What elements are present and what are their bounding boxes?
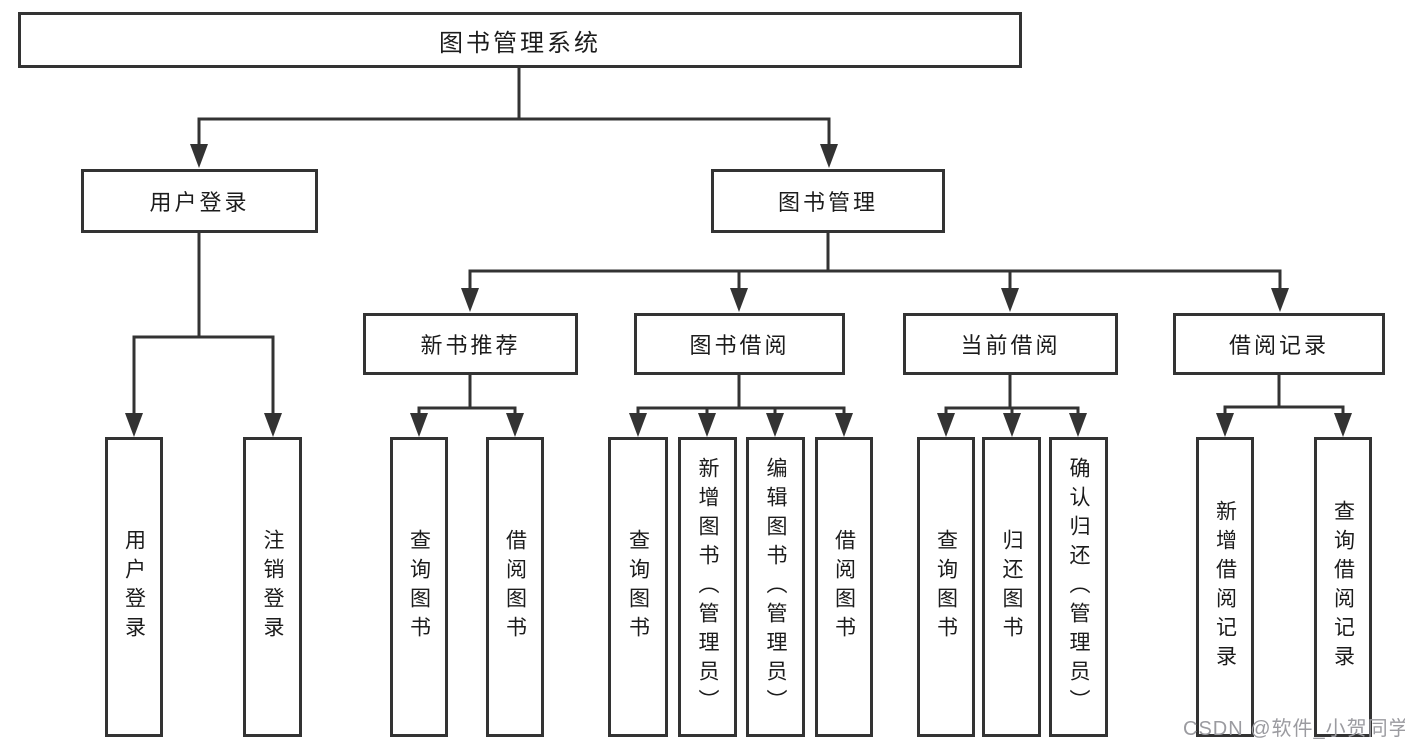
leaf-bb-borrow-books: 借阅图书 (815, 437, 873, 737)
arrowhead-icon (1003, 413, 1021, 437)
node-root: 图书管理系统 (18, 12, 1022, 68)
leaf-cb-confirm-return-admin: 确认归还（管理员） (1049, 437, 1108, 737)
leaf-br-query-record: 查询借阅记录 (1314, 437, 1372, 737)
node-book-borrow: 图书借阅 (634, 313, 845, 375)
arrowhead-icon (1001, 288, 1019, 312)
node-borrow-record: 借阅记录 (1173, 313, 1385, 375)
arrowhead-icon (1334, 413, 1352, 437)
leaf-bb-query-books: 查询图书 (608, 437, 668, 737)
connector-root-to-level1 (190, 66, 838, 168)
leaf-rec-borrow-books: 借阅图书 (486, 437, 544, 737)
leaf-bb-edit-books-admin: 编辑图书（管理员） (746, 437, 805, 737)
arrowhead-icon (264, 413, 282, 437)
arrowhead-icon (410, 413, 428, 437)
leaf-logout: 注销登录 (243, 437, 302, 737)
connector-book-mgmt (461, 231, 1289, 312)
arrowhead-icon (730, 288, 748, 312)
leaf-br-add-record: 新增借阅记录 (1196, 437, 1254, 737)
connector-new-book-rec (410, 373, 524, 437)
arrowhead-icon (1271, 288, 1289, 312)
arrowhead-icon (506, 413, 524, 437)
leaf-bb-add-books-admin: 新增图书（管理员） (678, 437, 737, 737)
arrowhead-icon (629, 413, 647, 437)
connector-book-borrow (629, 373, 853, 437)
leaf-user-login: 用户登录 (105, 437, 163, 737)
arrowhead-icon (937, 413, 955, 437)
arrowhead-icon (461, 288, 479, 312)
connector-borrow-record (1216, 373, 1352, 437)
arrowhead-icon (766, 413, 784, 437)
node-book-mgmt: 图书管理 (711, 169, 945, 233)
arrowhead-icon (835, 413, 853, 437)
connector-user-login (125, 231, 282, 437)
arrowhead-icon (125, 413, 143, 437)
arrowhead-icon (190, 144, 208, 168)
leaf-rec-query-books: 查询图书 (390, 437, 448, 737)
arrowhead-icon (1069, 413, 1087, 437)
leaf-cb-return-books: 归还图书 (982, 437, 1041, 737)
arrowhead-icon (820, 144, 838, 168)
arrowhead-icon (1216, 413, 1234, 437)
node-user-login: 用户登录 (81, 169, 318, 233)
watermark: CSDN @软件_小贺同学 (1183, 718, 1405, 740)
node-new-book-rec: 新书推荐 (363, 313, 578, 375)
leaf-cb-query-books: 查询图书 (917, 437, 975, 737)
connector-current-borrow (937, 373, 1087, 437)
node-current-borrow: 当前借阅 (903, 313, 1118, 375)
arrowhead-icon (698, 413, 716, 437)
